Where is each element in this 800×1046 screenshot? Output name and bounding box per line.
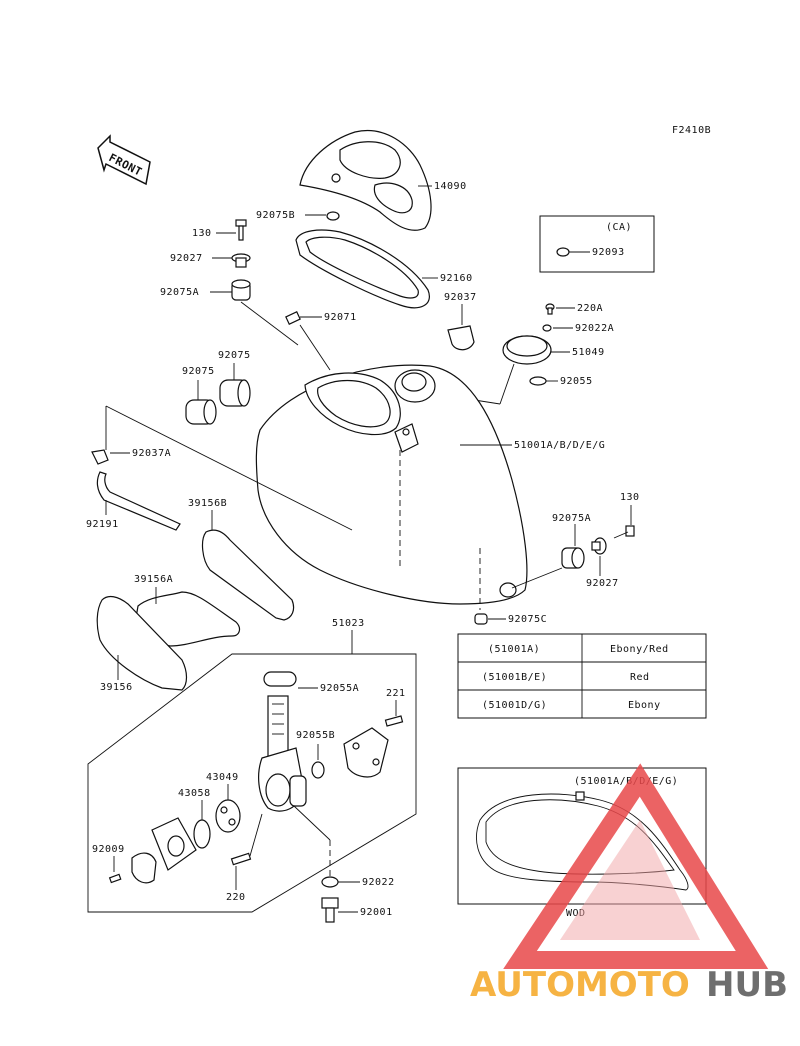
label-39156a: 39156A: [134, 574, 173, 585]
figure-code: F2410B: [672, 125, 711, 136]
gasket-43049: [215, 799, 241, 833]
ca-title: (CA): [606, 222, 632, 233]
label-92075b: 92075B: [256, 210, 295, 221]
table-color-2: Ebony: [628, 700, 661, 711]
damper-92075a-right: [561, 547, 585, 569]
oring-92055b: [311, 761, 325, 779]
oring-92055a: [263, 671, 297, 687]
label-221: 221: [386, 688, 406, 699]
label-130-right: 130: [620, 492, 640, 503]
table-model-1: (51001B/E): [482, 672, 547, 683]
clip-92071: [285, 311, 301, 325]
clamp-92037: [447, 325, 475, 351]
label-92037a: 92037A: [132, 448, 171, 459]
label-92075a-right: 92075A: [552, 513, 591, 524]
label-51001: 51001A/B/D/E/G: [514, 440, 605, 451]
screw-221: [384, 715, 404, 727]
ca-variant-box: (CA) 92093: [539, 215, 655, 273]
front-arrow-icon: FRONT: [97, 134, 151, 186]
hose-92191: [96, 471, 181, 531]
screw-220: [230, 852, 252, 866]
watermark-part1: AUTOMOTO: [470, 965, 690, 1005]
label-92055: 92055: [560, 376, 593, 387]
damper-92075-right: [219, 379, 251, 407]
label-92001: 92001: [360, 907, 393, 918]
table-color-0: Ebony/Red: [610, 644, 669, 655]
label-92071: 92071: [324, 312, 357, 323]
label-130-top: 130: [192, 228, 212, 239]
fuel-tap-group-51023: [87, 653, 417, 913]
label-92009: 92009: [92, 844, 125, 855]
label-43058: 43058: [178, 788, 211, 799]
label-43049: 43049: [206, 772, 239, 783]
tap-flange: [151, 817, 197, 871]
washer-92022a: [542, 324, 552, 332]
grommet-92075c: [474, 613, 488, 625]
label-92022a: 92022A: [575, 323, 614, 334]
collar-92027-top: [231, 253, 251, 268]
grommet-92075b: [326, 211, 340, 221]
label-51049: 51049: [572, 347, 605, 358]
tap-lever-92009: [108, 852, 157, 884]
fuel-tank-51001: [255, 364, 528, 605]
oring-92055: [529, 376, 547, 386]
automotohub-logo: AUTOMOTO HUB: [470, 763, 788, 1005]
label-39156b: 39156B: [188, 498, 227, 509]
table-model-0: (51001A): [488, 644, 540, 655]
label-92022: 92022: [362, 877, 395, 888]
label-39156: 39156: [100, 682, 133, 693]
label-92075-right: 92075: [218, 350, 251, 361]
label-92027-top: 92027: [170, 253, 203, 264]
bolt-130-right: [613, 525, 635, 539]
pad-39156: [96, 595, 188, 691]
color-table: (51001A) Ebony/Red (51001B/E) Red (51001…: [457, 633, 707, 719]
bolt-92001: [321, 897, 339, 923]
label-92075-left: 92075: [182, 366, 215, 377]
label-92055b: 92055B: [296, 730, 335, 741]
fuel-cap-51049: [502, 335, 552, 365]
washer-92022: [321, 876, 339, 888]
label-92075a-top: 92075A: [160, 287, 199, 298]
label-220a: 220A: [577, 303, 603, 314]
tank-cover-part: [299, 130, 432, 231]
inset-label-wod: WOD: [566, 908, 586, 919]
pad-39156b: [201, 529, 295, 621]
label-51023: 51023: [332, 618, 365, 629]
table-model-2: (51001D/G): [482, 700, 547, 711]
collar-92027-right: [591, 537, 607, 555]
ca-part-92093: 92093: [592, 247, 625, 258]
label-92075c: 92075C: [508, 614, 547, 625]
bolt-220a: [545, 303, 555, 315]
label-92055a: 92055A: [320, 683, 359, 694]
label-92191: 92191: [86, 519, 119, 530]
label-92027-right: 92027: [586, 578, 619, 589]
tap-cover-plate: [343, 727, 389, 778]
damper-92075-left: [185, 399, 217, 425]
label-220: 220: [226, 892, 246, 903]
bolt-130-top: [235, 219, 247, 241]
watermark-part2: HUB: [706, 965, 788, 1005]
clip-92037a: [91, 449, 109, 465]
table-color-1: Red: [630, 672, 650, 683]
inset-title: (51001A/B/D/E/G): [574, 776, 678, 787]
label-14090: 14090: [434, 181, 467, 192]
label-92160: 92160: [440, 273, 473, 284]
damper-92075a-top: [231, 279, 251, 301]
oring-43058: [193, 819, 211, 849]
label-92037: 92037: [444, 292, 477, 303]
fuel-tap-body: [258, 695, 307, 812]
